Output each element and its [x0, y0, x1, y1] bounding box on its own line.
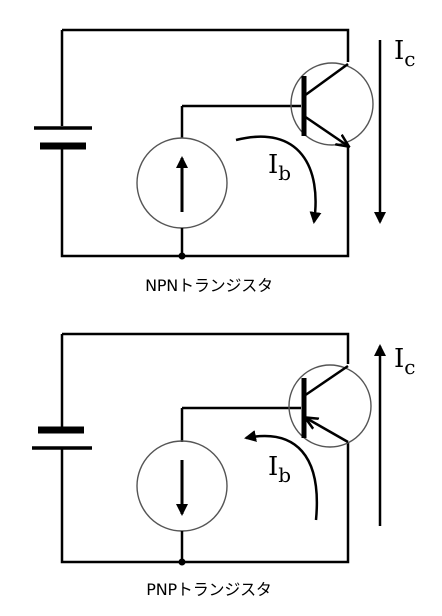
pnp-wire-loop: [60, 332, 350, 564]
npn-wire-loop: [60, 28, 350, 258]
npn-caption: NPNトランジスタ: [145, 276, 273, 295]
npn-node-dot: [178, 252, 186, 260]
transistor-icon: [290, 62, 374, 146]
npn-circuit: [34, 28, 386, 260]
current-source-icon: [136, 106, 228, 256]
npn-base-current-label: Ib: [268, 152, 291, 183]
pnp-node-dot: [178, 558, 186, 566]
label-main: I: [394, 36, 405, 66]
label-subscript: c: [404, 355, 416, 379]
pnp-collector-current-label: Ic: [394, 346, 415, 377]
label-subscript: b: [278, 463, 292, 487]
battery-icon: [34, 126, 92, 150]
transistor-icon: [288, 364, 372, 448]
label-main: I: [268, 452, 279, 482]
label-subscript: c: [404, 47, 416, 71]
label-main: I: [394, 344, 405, 374]
npn-collector-current-label: Ic: [394, 38, 415, 69]
label-main: I: [268, 150, 279, 180]
current-arrow-icon: [235, 135, 322, 224]
label-subscript: b: [278, 161, 292, 185]
pnp-base-current-label: Ib: [268, 454, 291, 485]
current-arrow-icon: [244, 430, 319, 521]
pnp-caption: PNPトランジスタ: [146, 580, 272, 599]
pnp-circuit: [32, 332, 386, 566]
battery-icon: [32, 426, 92, 450]
current-source-icon: [136, 408, 228, 562]
